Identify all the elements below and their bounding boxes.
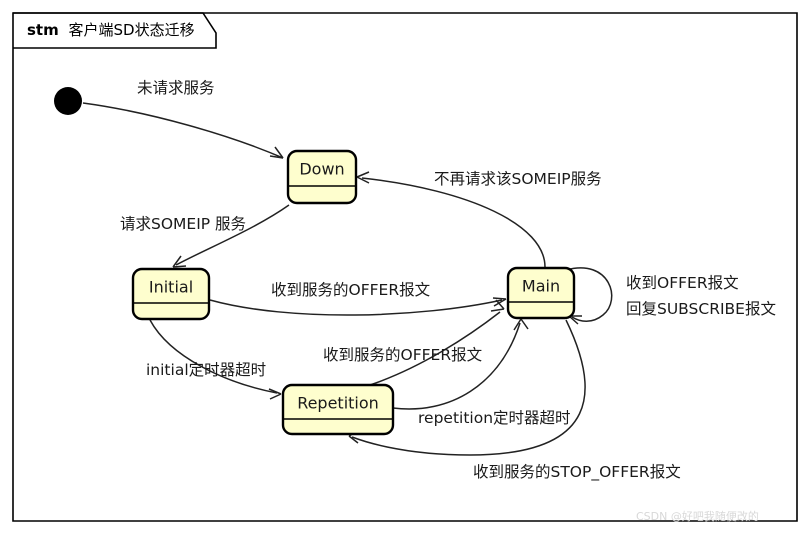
watermark-text: CSDN @好吧我随便改的: [636, 509, 759, 523]
state-repetition-label: Repetition: [297, 394, 379, 413]
edge-label-repetition-to-main: 收到服务的OFFER报文: [323, 346, 482, 364]
edge-label-initial-to-main: 收到服务的OFFER报文: [271, 281, 430, 299]
state-initial-label: Initial: [149, 278, 193, 297]
transition-start-to-down: [82, 102, 284, 159]
state-main-label: Main: [522, 277, 560, 296]
edge-label-repetition-timeout: repetition定时器超时: [418, 409, 571, 427]
edge-label-start-to-down: 未请求服务: [137, 79, 215, 97]
edge-label-main-to-down: 不再请求该SOMEIP服务: [434, 170, 602, 188]
edge-label-initial-to-repetition: initial定时器超时: [146, 361, 266, 379]
transition-repetition-timeout: [392, 318, 529, 410]
state-initial-box[interactable]: [131, 267, 211, 321]
edge-label-main-stop-offer: 收到服务的STOP_OFFER报文: [473, 463, 681, 482]
state-repetition-box[interactable]: [281, 383, 395, 436]
state-main[interactable]: Main: [506, 266, 576, 320]
transition-initial-to-main: [209, 297, 507, 316]
start-node: [54, 87, 82, 115]
state-down-box[interactable]: [286, 149, 358, 205]
transition-down-to-initial: [172, 204, 290, 268]
frame-title-tab: [13, 12, 217, 49]
transition-initial-to-repetition: [149, 319, 282, 400]
edge-label-self-loop-line1: 收到OFFER报文: [626, 274, 739, 292]
frame-title-keyword: stm: [27, 21, 59, 39]
frame-title-label: 客户端SD状态迁移: [69, 21, 195, 39]
frame-title-text: stm 客户端SD状态迁移: [27, 21, 195, 39]
state-repetition[interactable]: Repetition: [281, 383, 395, 436]
state-initial[interactable]: Initial: [131, 267, 211, 321]
edge-label-down-to-initial: 请求SOMEIP 服务: [120, 215, 246, 233]
state-down-label: Down: [299, 160, 344, 179]
state-down[interactable]: Down: [286, 149, 358, 205]
state-main-box[interactable]: [506, 266, 576, 320]
diagram-frame: [12, 12, 798, 522]
transition-repetition-to-main: [369, 299, 505, 386]
transition-main-to-down: [356, 171, 546, 268]
edge-label-self-loop-line2: 回复SUBSCRIBE报文: [626, 300, 776, 318]
